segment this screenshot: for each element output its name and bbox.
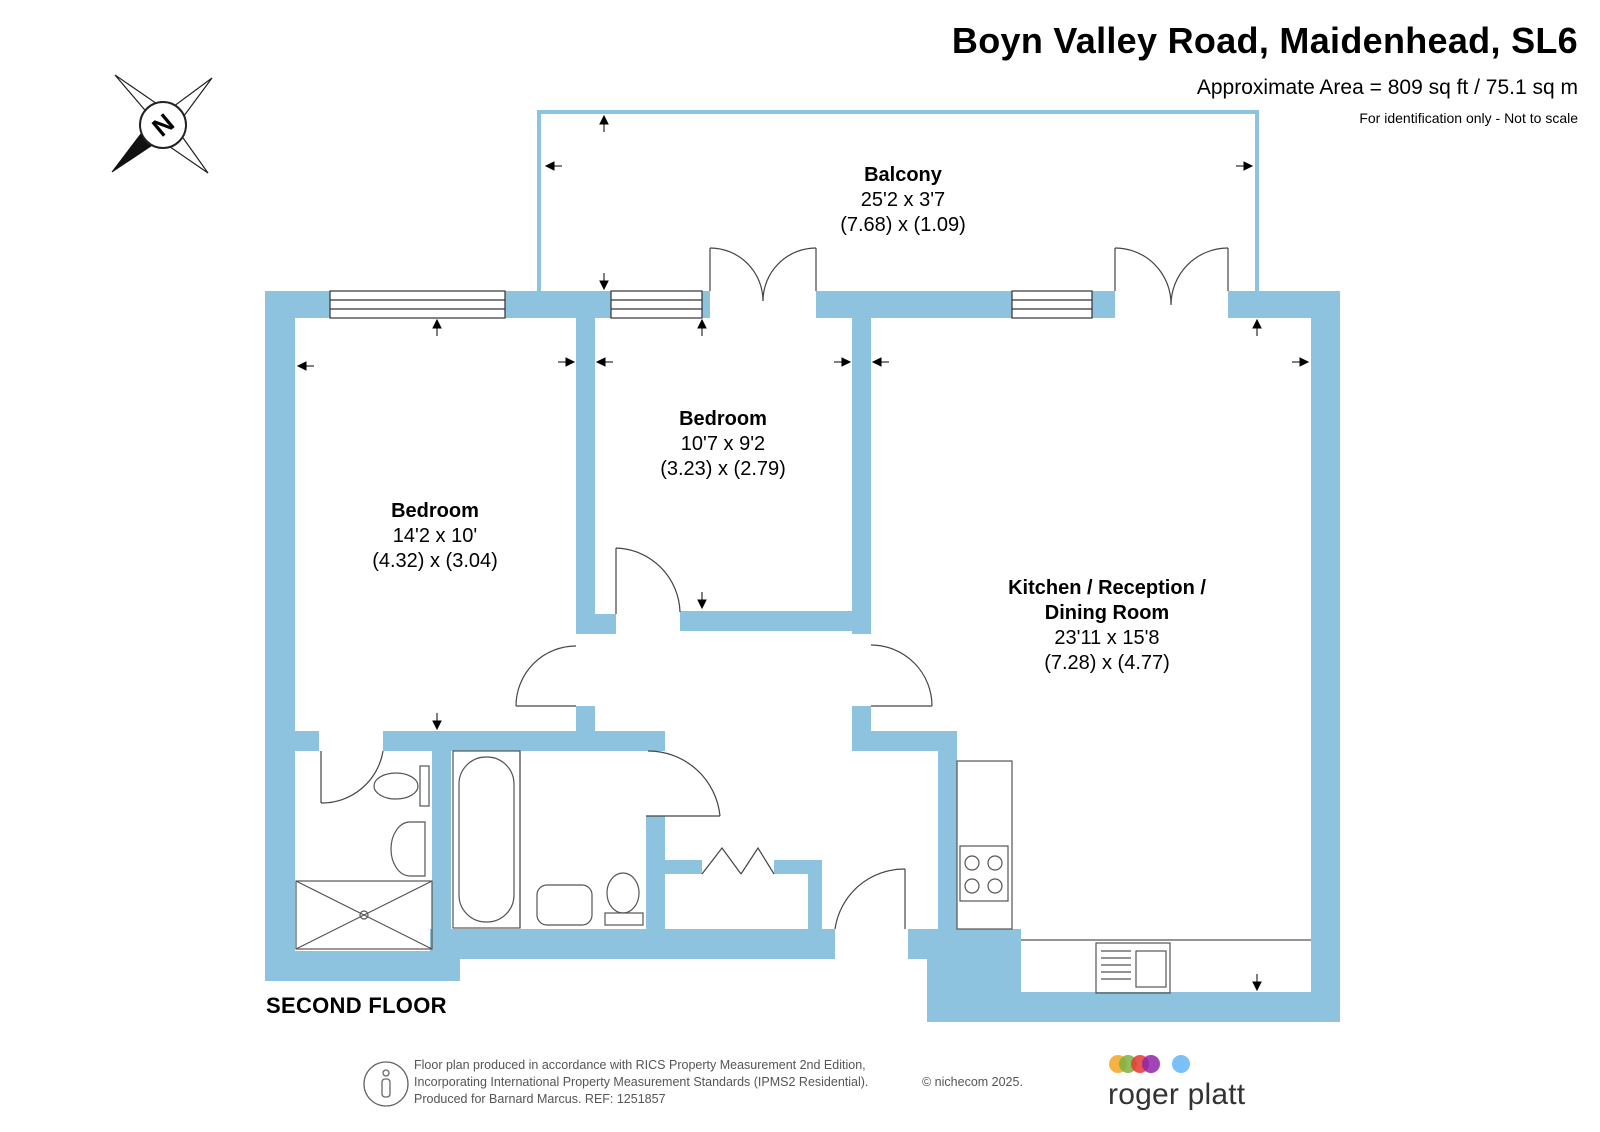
room-metric: (7.68) x (1.09) <box>840 214 966 236</box>
footer-line-2: Incorporating International Property Mea… <box>414 1075 869 1089</box>
room-balcony: Balcony 25'2 x 3'7 (7.68) x (1.09) <box>840 163 966 238</box>
windows <box>329 290 1093 319</box>
brand-logo-text: roger platt <box>1108 1078 1246 1111</box>
approximate-area: Approximate Area = 809 sq ft / 75.1 sq m <box>1196 76 1578 99</box>
copyright-text: © nichecom 2025. <box>922 1075 1023 1089</box>
footer-notes: Floor plan produced in accordance with R… <box>414 1057 868 1108</box>
room-metric: (3.23) x (2.79) <box>660 458 786 480</box>
room-metric: (7.28) x (4.77) <box>1044 652 1170 674</box>
room-kitchen-reception-dining: Kitchen / Reception / Dining Room 23'11 … <box>1008 576 1206 676</box>
room-imperial: 10'7 x 9'2 <box>680 433 766 455</box>
compass-icon: N <box>111 74 213 174</box>
room-metric: (4.32) x (3.04) <box>372 550 498 572</box>
room-bedroom-2: Bedroom 10'7 x 9'2 (3.23) x (2.79) <box>660 407 786 482</box>
brand-dot <box>1142 1055 1160 1073</box>
page-title: Boyn Valley Road, Maidenhead, SL6 <box>951 20 1578 61</box>
room-name-line-1: Kitchen / Reception / <box>1008 577 1206 599</box>
room-imperial: 14'2 x 10' <box>392 525 478 547</box>
brand-dot <box>1172 1055 1190 1073</box>
room-name-line-2: Dining Room <box>1044 602 1170 624</box>
walls <box>265 291 1340 1022</box>
footer-line-3: Produced for Barnard Marcus. REF: 125185… <box>414 1092 666 1106</box>
room-imperial: 23'11 x 15'8 <box>1054 627 1160 649</box>
brand-logo-dots <box>1109 1055 1190 1073</box>
disclaimer-text: For identification only - Not to scale <box>1359 110 1578 126</box>
floor-label: SECOND FLOOR <box>266 993 447 1018</box>
footer-line-1: Floor plan produced in accordance with R… <box>414 1058 866 1072</box>
room-name: Balcony <box>864 164 942 186</box>
room-name: Bedroom <box>679 408 767 430</box>
balcony-outline <box>537 110 1259 291</box>
measurement-arrows <box>296 114 1310 992</box>
room-name: Bedroom <box>391 500 479 522</box>
info-icon <box>363 1061 409 1107</box>
room-imperial: 25'2 x 3'7 <box>860 189 946 211</box>
doors <box>320 247 1229 930</box>
room-bedroom-1: Bedroom 14'2 x 10' (4.32) x (3.04) <box>372 499 498 574</box>
fixtures <box>295 750 1311 994</box>
